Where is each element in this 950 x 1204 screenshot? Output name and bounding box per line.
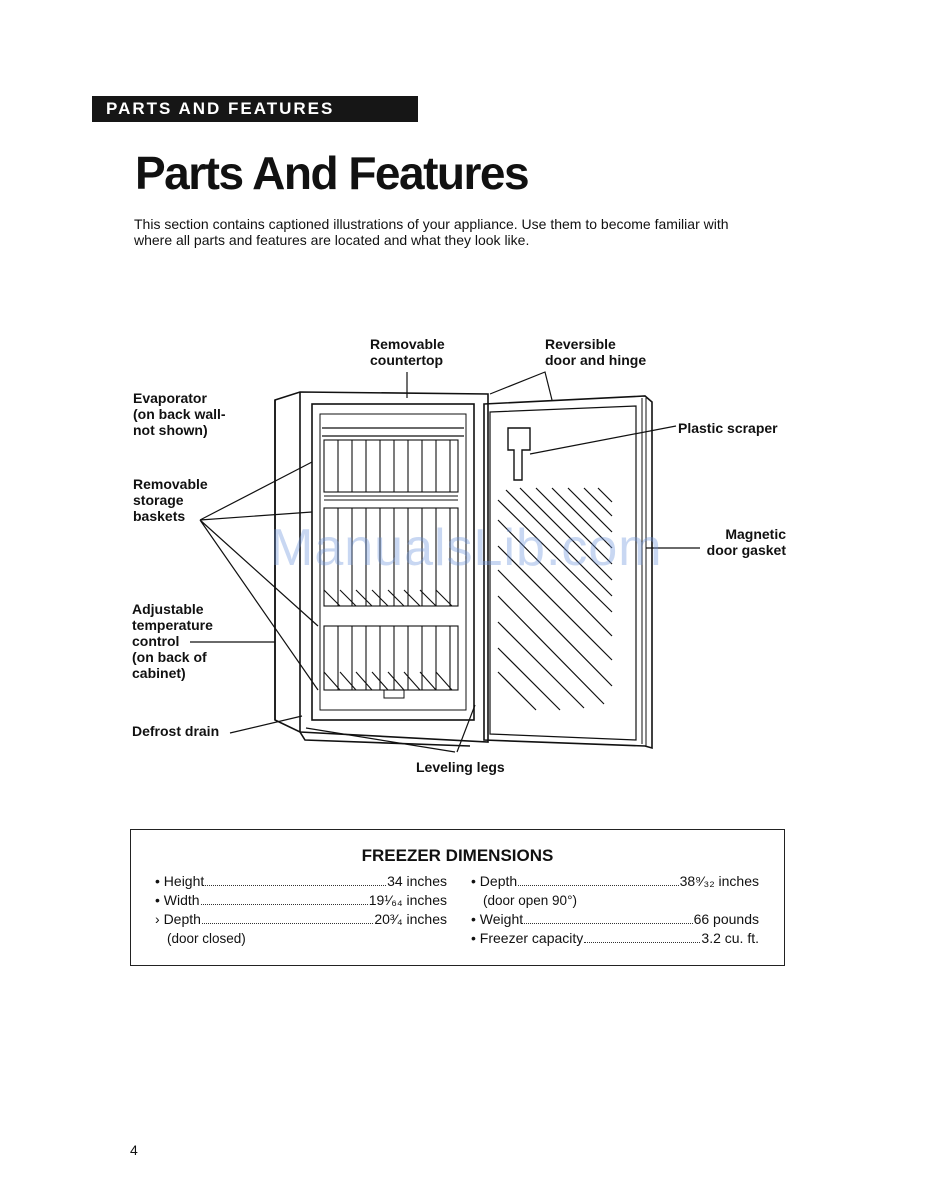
section-banner: PARTS AND FEATURES — [92, 96, 418, 122]
cabinet-liner — [311, 403, 475, 721]
plastic-scraper — [507, 427, 531, 481]
storage-basket — [323, 625, 459, 691]
intro-line: where all parts and features are located… — [134, 232, 530, 248]
freezer-illustration — [190, 371, 700, 753]
storage-basket — [323, 507, 459, 607]
dimension-note: (door closed) — [167, 931, 246, 946]
label-leveling-legs: Leveling legs — [416, 759, 505, 775]
dimension-row: • Weight 66 pounds — [471, 911, 759, 927]
dimensions-box: FREEZER DIMENSIONS • Height 34 inches • … — [130, 829, 785, 966]
dimensions-column-right: • Depth 38⁹⁄₃₂ inches (door open 90°) • … — [471, 872, 759, 948]
dimension-row: • Freezer capacity 3.2 cu. ft. — [471, 930, 759, 946]
dimension-row: › Depth 20³⁄₄ inches — [155, 911, 447, 927]
page-title: Parts And Features — [135, 147, 530, 199]
label-evaporator: Evaporator (on back wall- not shown) — [133, 390, 226, 438]
label-plastic-scraper: Plastic scraper — [678, 420, 778, 436]
dimension-row: • Depth 38⁹⁄₃₂ inches — [471, 873, 759, 889]
freezer-door — [483, 395, 653, 750]
label-reversible-door: Reversible door and hinge — [545, 336, 647, 368]
dimension-row: • Width 19¹⁄₆₄ inches — [155, 892, 447, 908]
storage-basket — [323, 439, 459, 501]
label-temperature-control: Adjustable temperature control (on back … — [132, 601, 213, 681]
intro-paragraph: This section contains captioned illustra… — [134, 216, 784, 248]
dimensions-title: FREEZER DIMENSIONS — [361, 846, 554, 865]
label-magnetic-gasket: Magnetic door gasket — [706, 526, 786, 558]
page-number: 4 — [130, 1142, 138, 1158]
intro-line: This section contains captioned illustra… — [134, 216, 729, 232]
dimensions-column-left: • Height 34 inches • Width 19¹⁄₆₄ inches… — [155, 872, 447, 948]
dimension-note: (door open 90°) — [483, 893, 577, 908]
label-defrost-drain: Defrost drain — [132, 723, 220, 739]
label-removable-countertop: Removable countertop — [370, 336, 445, 368]
label-storage-baskets: Removable storage baskets — [133, 476, 208, 524]
door-ridges — [497, 487, 613, 711]
dimension-row: • Height 34 inches — [155, 873, 447, 889]
